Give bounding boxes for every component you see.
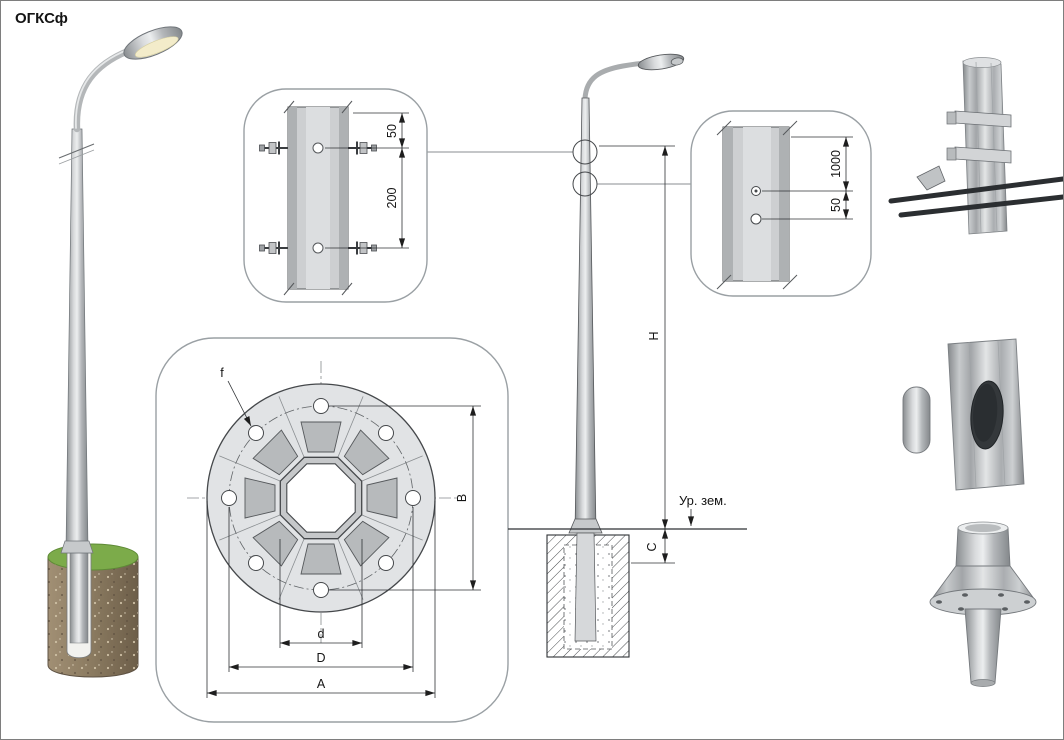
foundation-3d <box>47 543 139 678</box>
shaft-octagon-inner <box>286 463 356 533</box>
dim-label-H: H <box>647 331 661 340</box>
pole-section-view <box>716 120 798 290</box>
bolt-hole <box>312 242 324 254</box>
dim-label-B: B <box>455 494 469 502</box>
pole-section-view <box>283 100 353 296</box>
flange-ring-holes <box>936 593 1030 611</box>
dim-label-A: A <box>317 677 326 691</box>
bolt-assembly <box>258 140 378 256</box>
pole-3d-render <box>47 26 183 678</box>
elevation-dimensions <box>599 145 695 564</box>
flange-bolt-holes <box>221 398 421 598</box>
dim-label-d: d <box>318 627 325 641</box>
dim-label-D: D <box>316 651 325 665</box>
pole-elevation-view: H C Ур. зем. <box>508 53 747 658</box>
anchor-rod <box>888 176 1063 204</box>
flange-dimensions <box>206 380 481 698</box>
door-detail-callout: 1000 50 <box>690 110 872 297</box>
access-door-3d-render <box>902 338 1025 491</box>
grass-top <box>47 543 139 571</box>
foundation-section <box>546 532 630 658</box>
dim-label-50: 50 <box>385 124 399 138</box>
flange-shell-3d-render <box>929 521 1037 687</box>
door-cover <box>902 386 931 454</box>
detail-marker-circle <box>572 171 598 197</box>
ground-level-label: Ур. зем. <box>679 493 727 508</box>
lamp-head-3d <box>123 26 183 60</box>
base-flare <box>60 540 94 554</box>
wedge-clamp <box>916 165 946 191</box>
detail-marker-circle <box>572 139 598 165</box>
dim-label-200: 200 <box>385 188 399 209</box>
dim-label-f: f <box>220 366 224 380</box>
door-dimensions <box>762 136 853 220</box>
shaft-elevation <box>574 97 597 534</box>
lamp-arm-3d <box>73 45 137 133</box>
dimension-50-top <box>325 112 409 249</box>
hole <box>750 213 762 225</box>
arm-mount-detail-callout: 50 200 <box>243 88 428 303</box>
lower-taper <box>964 608 1002 684</box>
flange-plan-callout: f B d D A <box>155 337 509 723</box>
dim-label-1000: 1000 <box>829 150 843 178</box>
dim-label-C: C <box>645 542 659 551</box>
drawing-title: ОГКСф <box>15 10 68 27</box>
f-leader <box>227 380 252 427</box>
anchor-rod <box>898 194 1063 218</box>
dim-label-50: 50 <box>829 198 843 212</box>
bolt-hole <box>312 142 324 154</box>
break-mark <box>58 143 95 159</box>
bracket-3d-render <box>888 57 1063 235</box>
lamp-glow <box>134 36 179 58</box>
embedded-shaft <box>574 532 597 642</box>
pole-shaft-3d <box>58 128 95 554</box>
luminaire-elevation <box>637 53 685 71</box>
base-flare-elevation <box>568 518 603 534</box>
